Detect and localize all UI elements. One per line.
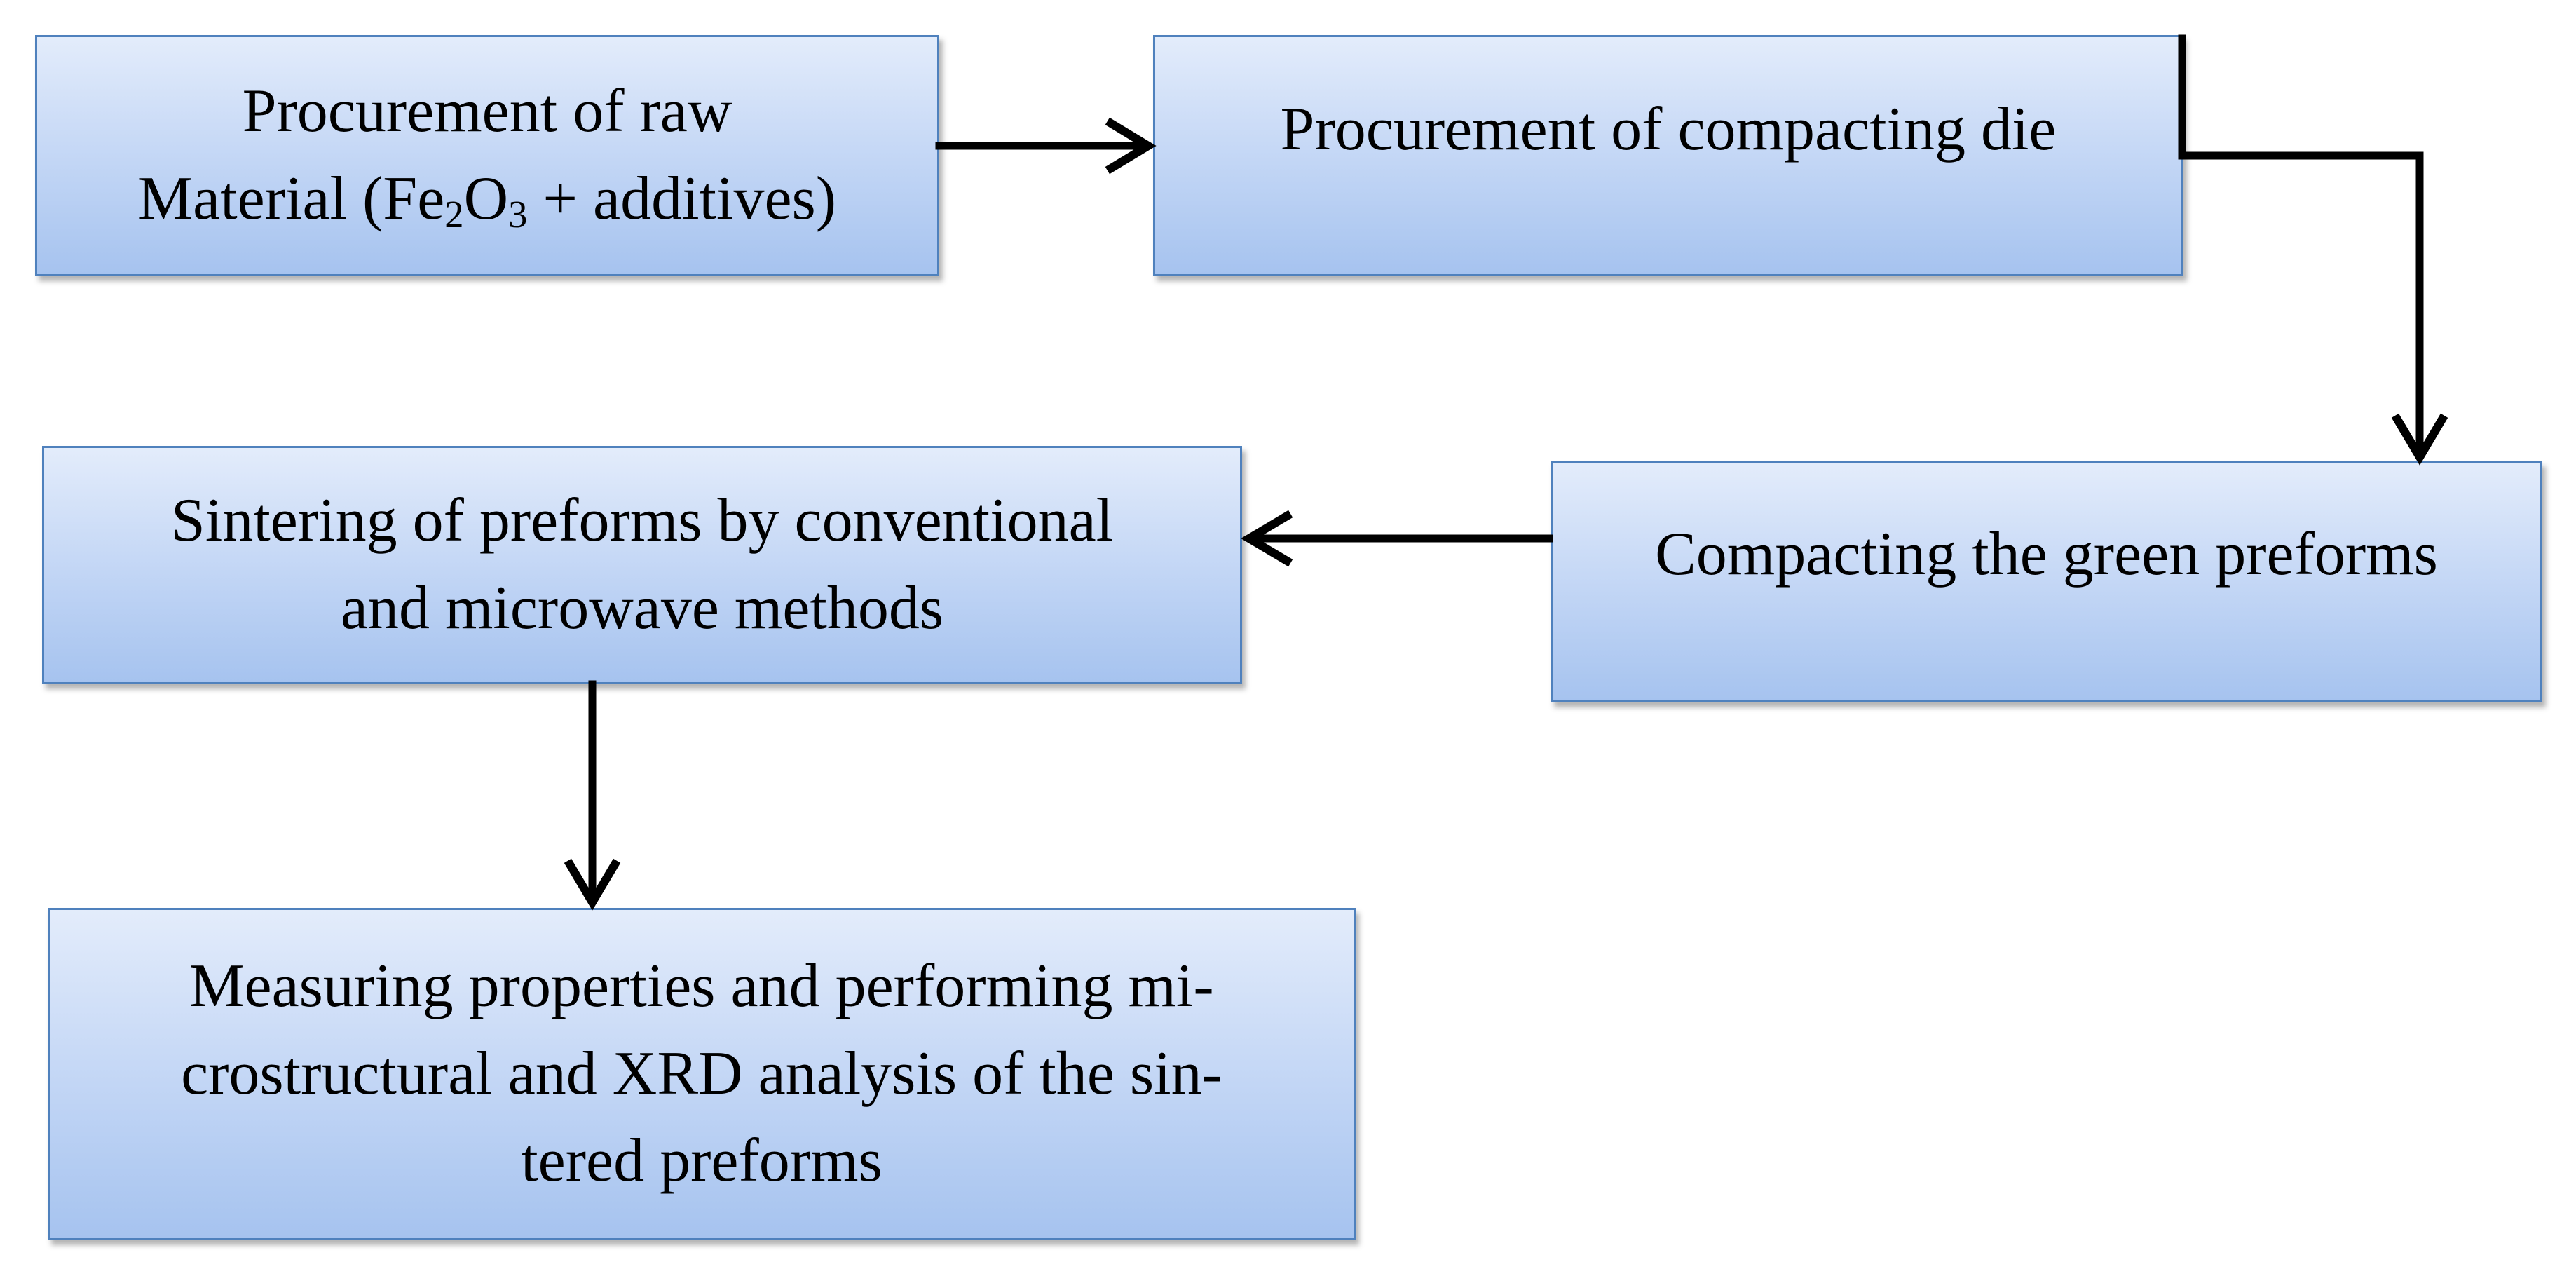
formula-oxygen: O — [463, 165, 509, 233]
step-sintering-line-2: and microwave methods — [340, 574, 944, 642]
arrowhead-die-to-compact — [2391, 413, 2448, 466]
step-sintering-line-1: Sintering of preforms by conventional — [170, 487, 1114, 555]
formula-subscript-o: 3 — [508, 193, 528, 236]
formula-prefix: Material (Fe — [137, 165, 445, 233]
arrow-die-to-compact — [2178, 34, 2424, 456]
step-measuring-line-2: crostructural and XRD analysis of the si… — [181, 1039, 1222, 1108]
step-sintering-box: Sintering of preforms by conventional an… — [42, 446, 1242, 684]
formula-subscript-fe: 2 — [444, 193, 464, 236]
step-measuring-line-3: tered preforms — [521, 1127, 882, 1195]
step-compacting-preforms-box: Compacting the green preforms — [1551, 461, 2542, 702]
step-compacting-die-label: Procurement of compacting die — [1280, 95, 2057, 163]
step-measuring-label: Measuring properties and performing mi- … — [181, 943, 1222, 1206]
arrowhead-sinter-to-measure — [564, 858, 621, 911]
step-measuring-box: Measuring properties and performing mi- … — [48, 908, 1356, 1240]
arrowhead-raw-to-die — [1105, 117, 1157, 175]
step-compacting-preforms-label: Compacting the green preforms — [1655, 520, 2438, 588]
step-raw-material-line-2: Material (Fe2O3 + additives) — [138, 156, 836, 243]
step-sintering-label: Sintering of preforms by conventional an… — [171, 477, 1113, 653]
step-raw-material-box: Procurement of raw Material (Fe2O3 + add… — [35, 35, 939, 276]
formula-suffix: + additives) — [527, 165, 837, 233]
arrowhead-compact-to-sinter — [1241, 510, 1293, 567]
step-measuring-line-1: Measuring properties and performing mi- — [189, 951, 1214, 1020]
step-raw-material-label: Procurement of raw Material (Fe2O3 + add… — [138, 68, 836, 243]
step-compacting-die-box: Procurement of compacting die — [1153, 35, 2183, 276]
step-raw-material-line-1: Procurement of raw — [242, 77, 732, 146]
